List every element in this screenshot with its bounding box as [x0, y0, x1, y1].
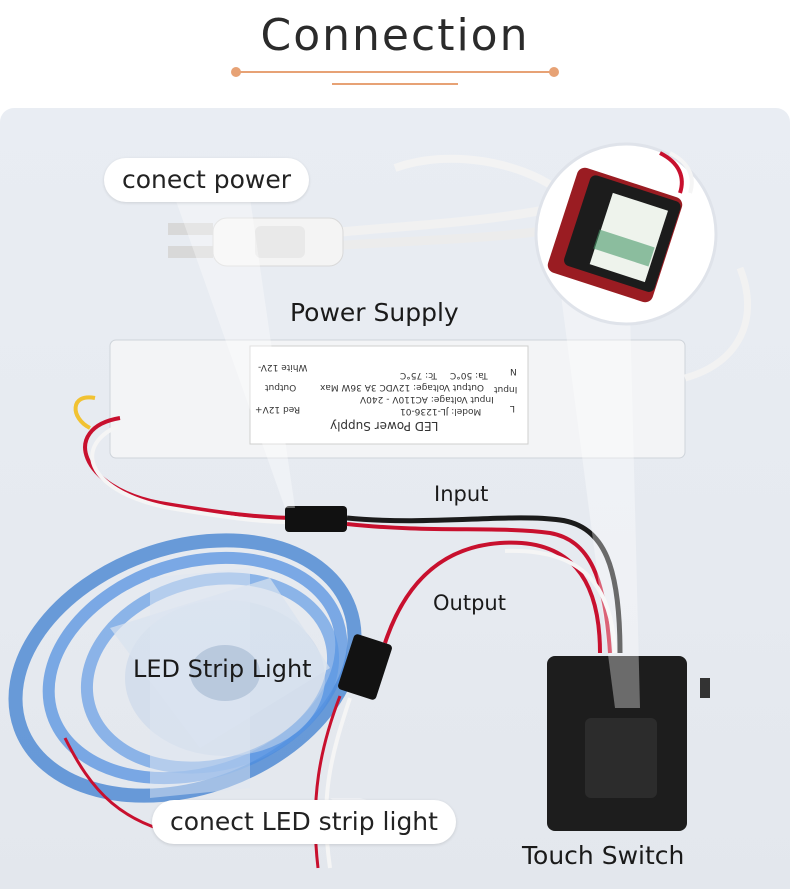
- psu-red-text: Red 12V+: [255, 404, 300, 414]
- header-subline: [332, 83, 458, 85]
- psu-l-text: L: [510, 403, 515, 413]
- psu-input-side-text: Input: [494, 384, 517, 394]
- callout-connect-led: conect LED strip light: [152, 800, 456, 844]
- label-power-supply: Power Supply: [290, 298, 459, 327]
- product-photo: LED Power Supply Model: JL-1236-01 Input…: [0, 108, 790, 889]
- psu-white-text: White 12V-: [258, 362, 307, 372]
- psu-model-text: Model: JL-1236-01: [400, 406, 481, 416]
- header-dot-right: [549, 67, 559, 77]
- callout-connect-power: conect power: [104, 158, 309, 202]
- psu-output-voltage-text: Output Voltage: 12VDC 3A 36W Max: [320, 382, 484, 392]
- page-title: Connection: [0, 10, 790, 61]
- psu-input-voltage-text: Input Voltage: AC110V - 240V: [360, 394, 494, 404]
- psu-output-side-text: Output: [265, 382, 296, 392]
- psu-brand-text: LED Power Supply: [330, 419, 438, 433]
- label-output: Output: [433, 591, 506, 615]
- psu-n-text: N: [510, 366, 517, 376]
- psu-tc-text: Tc: 75°C: [400, 370, 437, 380]
- touch-switch-zoom: [536, 144, 716, 324]
- label-touch-switch: Touch Switch: [522, 841, 684, 870]
- psu-ta-text: Ta: 50°C: [450, 370, 488, 380]
- connection-scene: [0, 108, 790, 889]
- label-led-strip-light: LED Strip Light: [133, 655, 312, 683]
- label-input: Input: [434, 482, 488, 506]
- header-divider: [236, 71, 554, 73]
